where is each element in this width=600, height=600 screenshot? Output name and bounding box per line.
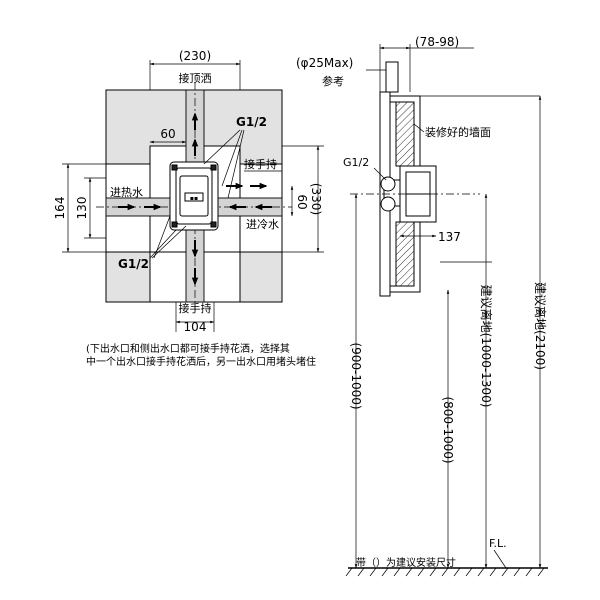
g12-upper-leader-3	[227, 129, 245, 199]
hot-water-label: 进热水	[110, 186, 143, 199]
floor-hatch-15	[513, 567, 521, 577]
g12-lower-leader-1	[149, 229, 177, 259]
floor-level-leader	[493, 549, 507, 569]
floor-hatch	[345, 567, 545, 577]
g12-upper-leader-1	[203, 129, 241, 165]
g12-side-label: G1/2	[343, 156, 369, 169]
dim-137-text: 137	[438, 230, 461, 244]
floor-hatch-16	[525, 567, 533, 577]
g12-lower-leader-3	[153, 215, 171, 259]
floor-hatch-4	[381, 567, 389, 577]
floor-hatch-13	[489, 567, 497, 577]
dim-60-top-text: 60	[160, 127, 175, 141]
pipe-diameter-label: (φ25Max)	[296, 56, 353, 70]
bracket-lower	[390, 285, 421, 293]
bracket-upper	[390, 95, 421, 103]
dim-60-side-text: 60	[295, 194, 309, 209]
installation-note: (下出水口和侧出水口都可接手持花洒，选择其 中一个出水口接手持花洒后，另一出水口…	[86, 342, 316, 368]
dim-800-text: (800-1000)	[441, 396, 455, 463]
dim-230-text: (230)	[179, 49, 211, 63]
valve-screw-bl	[171, 221, 178, 228]
top-outlet-label: 接顶洒	[179, 72, 212, 85]
g12-upper-label: G1/2	[236, 115, 267, 129]
g12-side-leader	[373, 167, 387, 181]
floor-hatch-1	[345, 567, 353, 577]
g12-upper-leader-2	[221, 129, 243, 187]
front-view: ▪▪ (230) 接顶洒 60 G1/2	[53, 49, 324, 334]
handshower-bottom-label: 接手持	[179, 301, 212, 315]
dim-2100-text: 建议离地(2100)	[533, 282, 548, 370]
floor-hatch-3	[369, 567, 377, 577]
floor-level-label: F.L.	[489, 537, 507, 550]
floor-hatch-5	[393, 567, 401, 577]
floor-hatch-12	[477, 567, 485, 577]
dim-164-text: 164	[53, 197, 67, 220]
floor-hatch-11	[465, 567, 473, 577]
finished-wall-lower	[395, 221, 415, 287]
valve-brand-plate	[184, 192, 204, 202]
g12-lower-label: G1/2	[118, 257, 149, 271]
note-line-2: 中一个出水口接手持花洒后，另一出水口用堵头堵住	[86, 355, 316, 368]
connector-lower	[380, 196, 396, 212]
footnote-text: 带（）为建议安装尺寸	[356, 556, 456, 569]
dim-104-text: 104	[184, 320, 207, 334]
dim-900-text: (900-1000)	[349, 342, 363, 409]
finished-wall-label: 装修好的墙面	[425, 125, 491, 139]
floor-hatch-2	[357, 567, 365, 577]
valve-screw-tr	[210, 164, 217, 171]
g12-lower-leader-2	[151, 225, 187, 259]
cold-water-label: 进冷水	[246, 218, 279, 231]
valve-screw-tl	[171, 164, 178, 171]
dim-depth-text: (78-98)	[415, 35, 459, 49]
valve-plate-mark: ▪▪	[190, 195, 198, 202]
floor-hatch-6	[405, 567, 413, 577]
floor-hatch-8	[429, 567, 437, 577]
floor-hatch-14	[501, 567, 509, 577]
floor-hatch-10	[453, 567, 461, 577]
dim-130-text: 130	[75, 197, 89, 220]
flow-arrows	[118, 112, 272, 286]
side-view: (78-98) (φ25Max) 参考 G1/2 装修好的墙面 137	[296, 35, 548, 577]
note-line-1: (下出水口和侧出水口都可接手持花洒，选择其	[86, 342, 290, 355]
dim-330-text: (330)	[309, 183, 323, 215]
dim-1000-text: 建议离地(1000-1300)	[479, 285, 494, 408]
connector-upper	[380, 176, 396, 192]
handshower-right-label: 接手持	[244, 157, 277, 171]
finished-wall-leader	[413, 123, 425, 133]
floor-hatch-7	[417, 567, 425, 577]
floor-hatch-9	[441, 567, 449, 577]
finished-wall-upper	[395, 101, 415, 167]
valve-screw-br	[210, 221, 217, 228]
top-pipe-stub	[385, 61, 399, 93]
floor-hatch-17	[537, 567, 545, 577]
reference-label: 参考	[322, 74, 344, 88]
